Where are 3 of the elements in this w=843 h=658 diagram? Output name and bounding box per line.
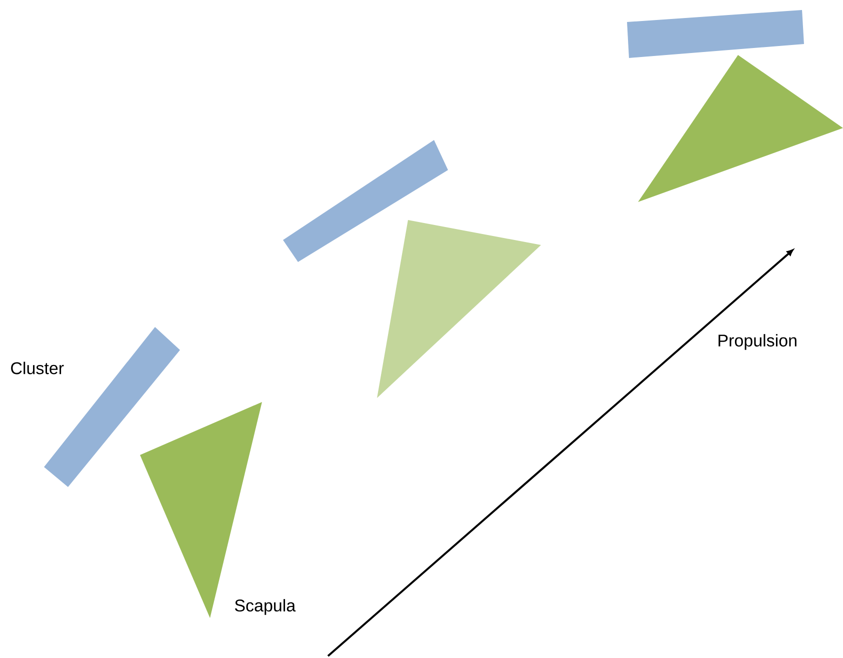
label: Scapula	[234, 599, 296, 615]
label: Cluster	[11, 362, 64, 374]
label: Propulsion	[718, 334, 796, 350]
